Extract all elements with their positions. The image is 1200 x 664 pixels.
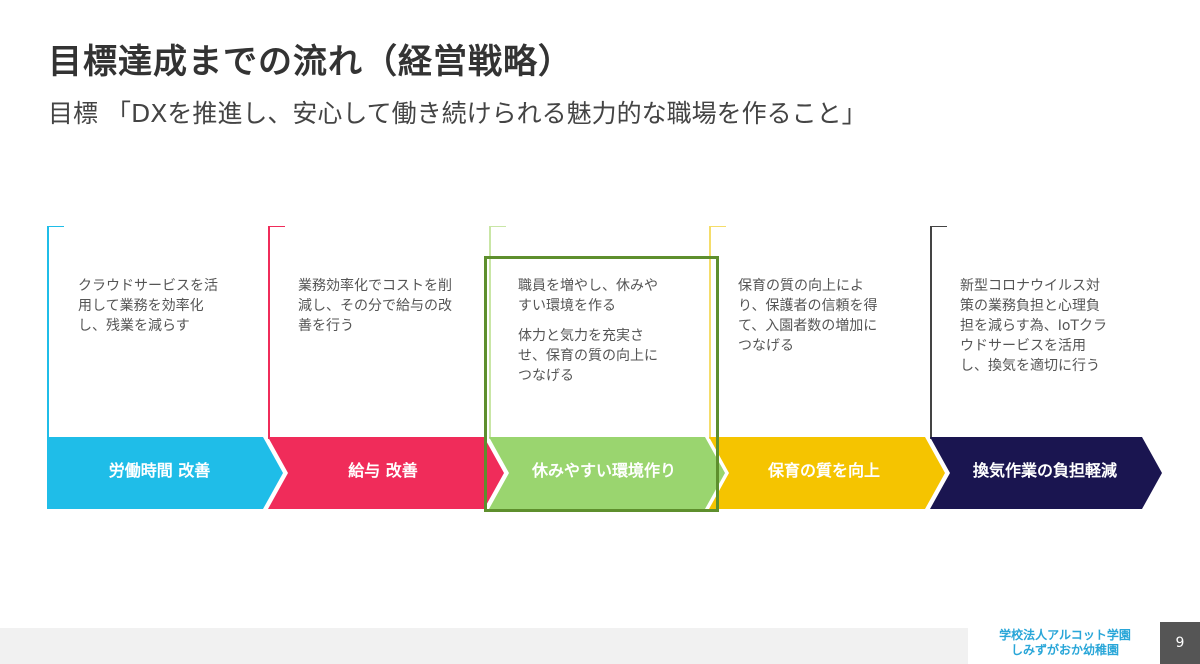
step-label-3: 休みやすい環境作り (531, 461, 676, 480)
highlight-box (484, 256, 719, 512)
slide-subtitle: 目標 「DXを推進し、安心して働き続けられる魅力的な職場を作ること」 (48, 99, 867, 128)
step-bracket-2 (268, 226, 285, 439)
step-3-text-2: 体力と気力を充実させ、保育の質の向上につなげる (518, 328, 658, 384)
slide-title: 目標達成までの流れ（経営戦略） (48, 42, 573, 82)
step-label-2: 給与 改善 (348, 461, 418, 480)
step-3-text-1: 職員を増やし、休みやすい環境を作る (518, 278, 658, 314)
chevron-step-2 (268, 437, 504, 509)
step-label-1: 労働時間 改善 (108, 461, 211, 480)
step-label-4: 保育の質を向上 (767, 461, 880, 480)
footer-bar (0, 628, 968, 664)
step-description-3: 職員を増やし、休みやすい環境を作る 体力と気力を充実させ、保育の質の向上につなげ… (518, 276, 668, 396)
step-description-2: 業務効率化でコストを削減し、その分で給与の改善を行う (298, 276, 456, 346)
step-description-4: 保育の質の向上により、保護者の信頼を得て、入園者数の増加につなげる (738, 276, 888, 366)
step-bracket-3 (489, 226, 506, 439)
chevron-step-4 (709, 437, 945, 509)
step-label-5: 換気作業の負担軽減 (972, 461, 1117, 480)
step-4-text: 保育の質の向上により、保護者の信頼を得て、入園者数の増加につなげる (738, 278, 878, 354)
school-logo: 学校法人アルコット学園 しみずがおか幼稚園 (990, 628, 1140, 658)
page-number: 9 (1160, 622, 1200, 664)
chevron-step-5 (930, 437, 1162, 509)
step-bracket-4 (709, 226, 726, 439)
step-bracket-1 (47, 226, 64, 439)
step-2-text: 業務効率化でコストを削減し、その分で給与の改善を行う (298, 278, 452, 334)
chevron-step-3 (489, 437, 725, 509)
chevron-step-1 (47, 437, 283, 509)
step-description-5: 新型コロナウイルス対策の業務負担と心理負担を減らす為、IoTクラウドサービスを活… (960, 276, 1110, 386)
step-1-text: クラウドサービスを活用して業務を効率化し、残業を減らす (78, 278, 218, 334)
logo-line-2: しみずがおか幼稚園 (1010, 643, 1119, 657)
logo-line-1: 学校法人アルコット学園 (999, 628, 1131, 642)
step-5-text: 新型コロナウイルス対策の業務負担と心理負担を減らす為、IoTクラウドサービスを活… (960, 278, 1107, 374)
step-bracket-5 (930, 226, 947, 439)
step-description-1: クラウドサービスを活用して業務を効率化し、残業を減らす (78, 276, 228, 346)
